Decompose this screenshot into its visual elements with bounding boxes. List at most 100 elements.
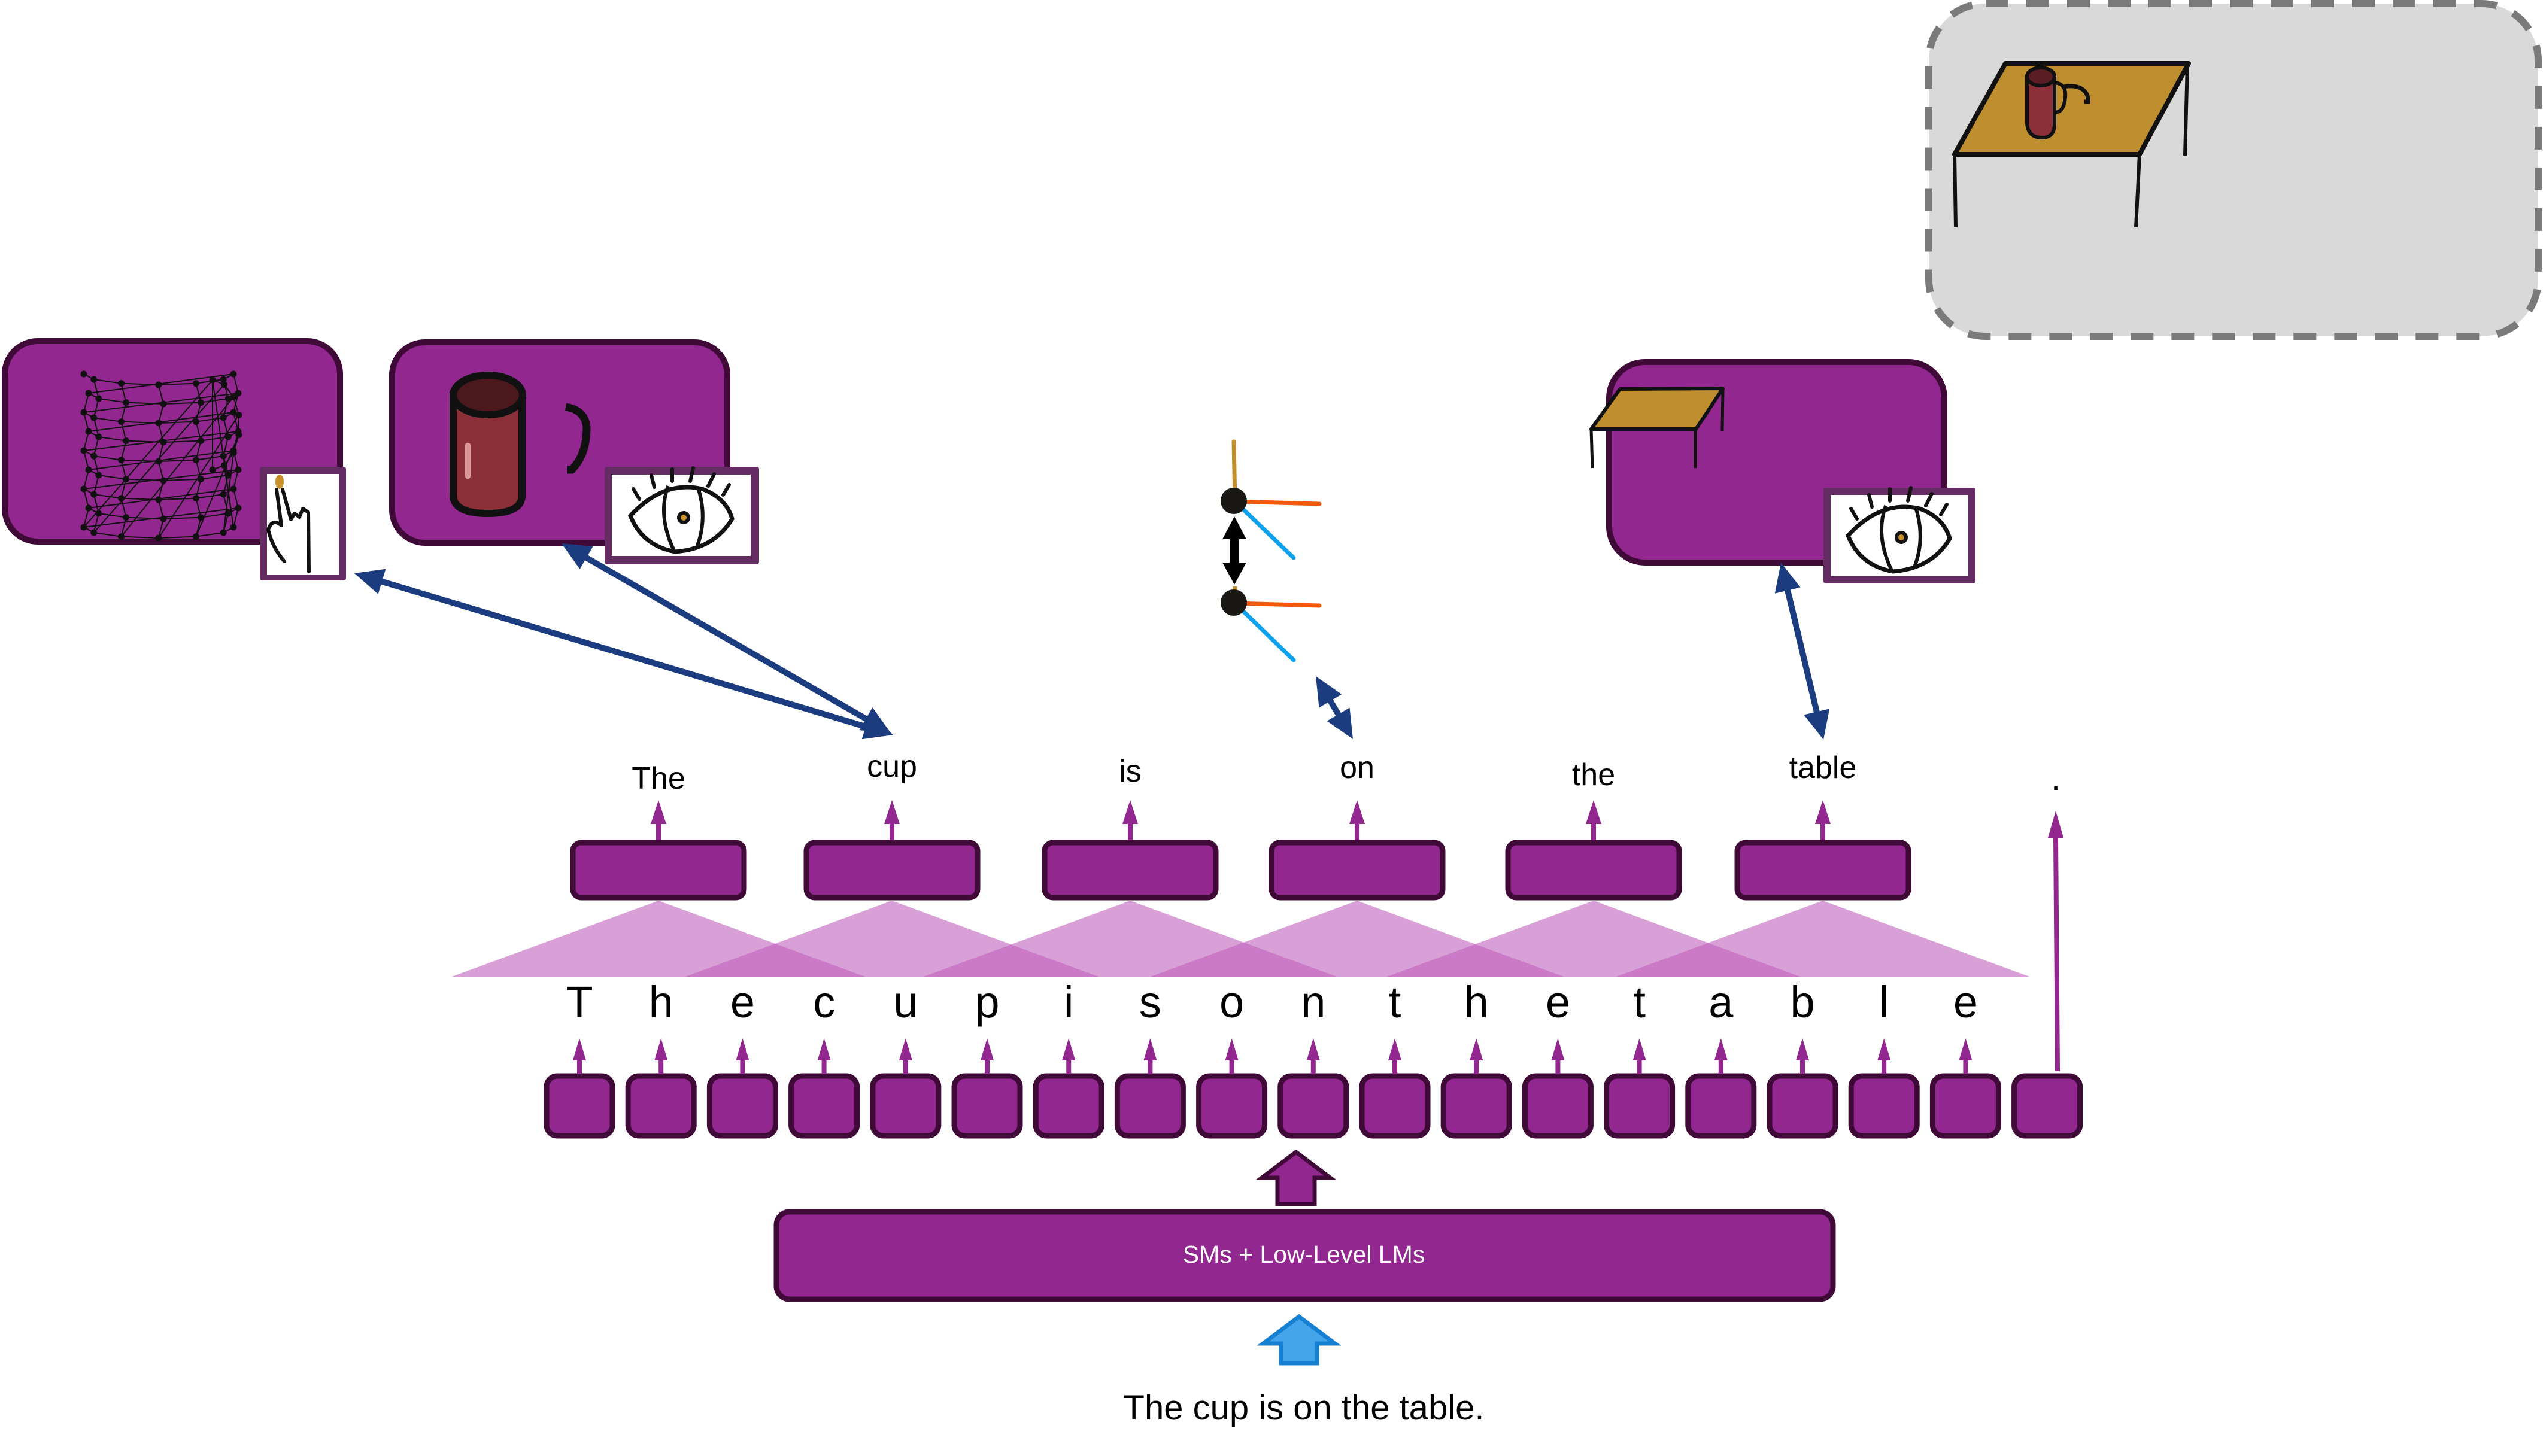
char-token-box[interactable] [1196,1038,1268,1139]
word-box[interactable] [1505,840,1682,901]
scene-panel [1925,0,2542,340]
character-label: e [1953,977,1978,1027]
char-arrow-head [1714,1038,1728,1060]
char-token-box[interactable] [2011,1073,2083,1139]
period-label: . [2051,759,2061,798]
char-arrow-head [736,1038,749,1060]
char-token-box[interactable] [1277,1038,1349,1139]
char-token-box[interactable] [544,1038,615,1139]
period-arrow-head [2048,811,2063,838]
char-arrow-head [1388,1038,1401,1060]
char-arrow-head [573,1038,586,1060]
red-cup-image [450,372,591,518]
point-cloud-cup [80,370,242,542]
receptive-fields [452,901,2029,977]
char-token-box[interactable] [1359,1038,1431,1139]
link-table-vision [1774,563,1830,740]
reference-frame-upper [1221,439,1322,560]
char-token-layer [544,1038,2083,1139]
word-arrow-head [884,800,900,824]
character-label: e [1546,977,1570,1027]
char-arrow-head [899,1038,912,1060]
character-label: T [566,977,593,1027]
character-label: o [1219,977,1244,1027]
word-label: table [1789,750,1857,785]
encoder-label: SMs + Low-Level LMs [1183,1241,1425,1268]
character-label: h [1464,977,1489,1027]
character-label: s [1139,977,1161,1027]
char-arrow-head [1143,1038,1157,1060]
char-arrow-head [1225,1038,1239,1060]
char-arrow-head [654,1038,668,1060]
char-arrow-head [1306,1038,1320,1060]
grounding-on-relation[interactable] [1221,439,1322,662]
character-label: t [1389,977,1401,1027]
char-token-box[interactable] [951,1038,1023,1139]
character-label: c [813,977,835,1027]
character-label: i [1064,977,1073,1027]
receptive-field-triangle [1616,901,2029,977]
char-token-box[interactable] [1440,1038,1512,1139]
char-arrow-head [1959,1038,1973,1060]
character-label: e [730,977,755,1027]
char-token-box[interactable] [1522,1038,1594,1139]
eye-icon [627,466,735,554]
relation-double-arrow [1222,516,1246,585]
input-arrow [1257,1314,1342,1366]
char-token-box[interactable] [1848,1038,1920,1139]
word-label: The [632,761,685,796]
word-label: the [1572,758,1615,792]
scene-cup-illustration [2025,66,2090,140]
grounding-cup-touch[interactable] [2,338,346,580]
word-token-the[interactable]: The [570,761,747,901]
char-token-box[interactable] [870,1038,942,1139]
word-token-is[interactable]: is [1042,754,1219,901]
encoder-block[interactable]: SMs + Low-Level LMs [773,1209,1836,1302]
character-label: t [1633,977,1646,1027]
word-box[interactable] [1269,840,1446,901]
character-label: h [649,977,673,1027]
character-label: p [975,977,999,1027]
char-token-box[interactable] [1033,1038,1104,1139]
word-box[interactable] [1042,840,1219,901]
word-layer: The cup is on the table [570,749,1911,901]
character-label: n [1301,977,1325,1027]
word-token-table[interactable]: table [1734,750,1911,901]
grounding-cup-vision[interactable] [389,339,759,564]
word-arrow-head [1815,800,1831,824]
char-token-box[interactable] [625,1038,697,1139]
reference-frame-lower [1221,586,1322,662]
word-token-on[interactable]: on [1269,750,1446,901]
vision-badge-table [1823,486,1975,583]
scene-table-illustration [1952,61,2191,228]
period-token: . [2048,759,2063,1072]
encoder-output-arrow [1255,1149,1337,1206]
word-arrow-head [651,800,666,824]
word-token-cup[interactable]: cup [803,749,981,901]
char-token-box[interactable] [706,1038,778,1139]
char-token-box[interactable] [1114,1038,1186,1139]
char-arrow-head [981,1038,994,1060]
character-label: u [893,977,918,1027]
word-box[interactable] [803,840,981,901]
char-token-box[interactable] [1604,1038,1676,1139]
link-cup-vision [562,543,891,733]
word-box[interactable] [570,840,747,901]
character-label: a [1709,977,1734,1027]
char-token-box[interactable] [1685,1038,1757,1139]
character-label: l [1879,977,1889,1027]
word-box[interactable] [1734,840,1911,901]
link-cup-touch [354,569,893,740]
char-arrow-head [1796,1038,1809,1060]
grounding-table-vision[interactable] [1589,359,1975,583]
hand-touch-icon [266,475,311,573]
char-arrow-head [1470,1038,1483,1060]
char-token-box[interactable] [788,1038,860,1139]
word-label: is [1119,754,1142,789]
eye-icon [1845,486,1952,574]
char-token-box[interactable] [1767,1038,1838,1139]
word-token-the[interactable]: the [1505,758,1682,901]
char-token-box[interactable] [1929,1038,2001,1139]
